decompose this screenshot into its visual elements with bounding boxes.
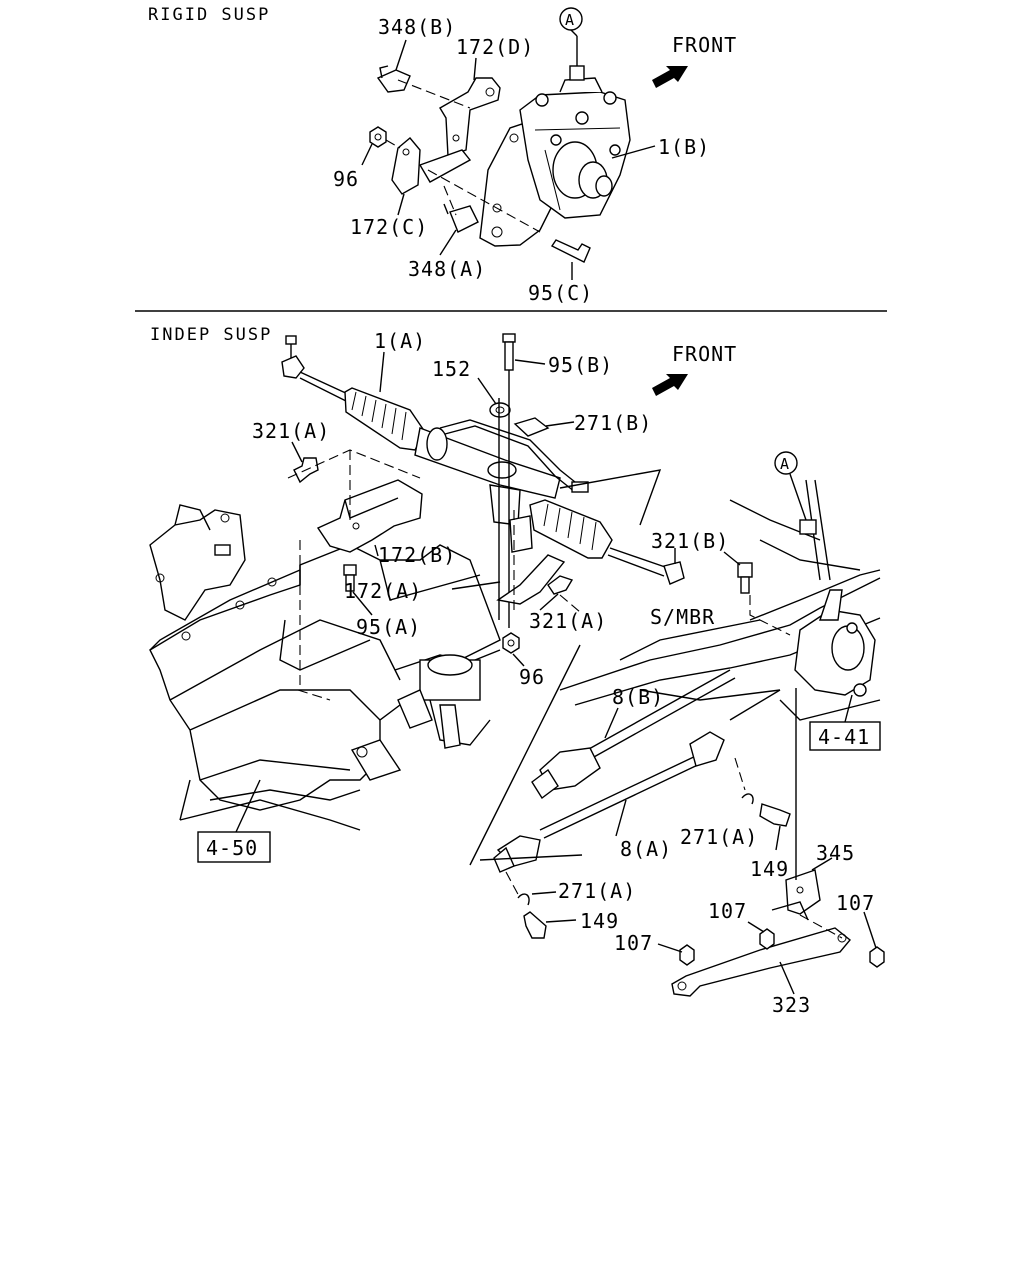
label-152: 152	[432, 357, 471, 381]
ref-box-4-41[interactable]: 4-41	[809, 721, 881, 751]
front-frame-crossmember	[149, 544, 501, 831]
bar-323	[671, 927, 851, 997]
svg-text:A: A	[780, 455, 789, 473]
bolt-95c	[550, 239, 591, 263]
nut-107-b	[759, 928, 775, 950]
washer-152	[489, 402, 511, 418]
label-271b: 271(B)	[574, 411, 652, 435]
label-smbr: S/MBR	[650, 605, 715, 629]
plate-271b	[513, 417, 550, 437]
intermediate-shaft-8b	[531, 669, 736, 800]
front-arrow-icon	[652, 374, 688, 396]
label-149-left: 149	[580, 909, 619, 933]
label-172c: 172(C)	[350, 215, 428, 239]
label-348b: 348(B)	[378, 15, 456, 39]
intermediate-shaft-8a	[493, 731, 725, 873]
front-arrow-icon	[652, 66, 688, 88]
label-321a-left: 321(A)	[252, 419, 330, 443]
bolt-321b	[737, 562, 753, 594]
label-95b: 95(B)	[548, 353, 613, 377]
nut-96-mid	[502, 632, 520, 654]
bracket-172d	[439, 77, 501, 157]
label-96-mid: 96	[519, 665, 545, 689]
label-323: 323	[772, 993, 811, 1017]
front-label-top: FRONT	[672, 33, 737, 57]
clip-348b	[376, 65, 411, 93]
label-172b: 172(B)	[378, 543, 456, 567]
label-8b: 8(B)	[612, 685, 664, 709]
label-107-b: 107	[708, 899, 747, 923]
front-label-bottom: FRONT	[672, 342, 737, 366]
label-172a: 172(A)	[344, 579, 422, 603]
bracket-172b	[316, 479, 423, 553]
label-149-right: 149	[750, 857, 789, 881]
clip-348a	[443, 203, 479, 233]
bolt-321a-mid	[547, 575, 574, 595]
label-8a: 8(A)	[620, 837, 672, 861]
nut-107-c	[869, 946, 885, 968]
label-348a: 348(A)	[408, 257, 486, 281]
label-107-c: 107	[836, 891, 875, 915]
bolt-95a	[343, 564, 357, 592]
label-1b: 1(B)	[658, 135, 710, 159]
label-271a-right: 271(A)	[680, 825, 758, 849]
bracket-172c	[391, 137, 472, 195]
label-107-a: 107	[614, 931, 653, 955]
label-321a-mid: 321(A)	[529, 609, 607, 633]
label-95a: 95(A)	[356, 615, 421, 639]
engine-mount-left	[149, 504, 246, 621]
section-title-indep: INDEP SUSP	[150, 325, 272, 345]
bolt-149-right	[759, 803, 791, 827]
bolt-95b	[502, 333, 516, 371]
nut-96-top	[369, 126, 387, 148]
svg-text:4-41: 4-41	[818, 725, 870, 749]
ref-box-4-50[interactable]: 4-50	[197, 831, 271, 863]
label-321b: 321(B)	[651, 529, 729, 553]
label-96-top: 96	[333, 167, 359, 191]
clip-271a-left	[517, 893, 530, 906]
clip-271a-right	[741, 793, 754, 805]
bolt-149-left	[523, 911, 547, 939]
label-95c: 95(C)	[528, 281, 593, 305]
svg-text:A: A	[565, 11, 574, 29]
section-title-rigid: RIGID SUSP	[148, 5, 270, 25]
label-1a: 1(A)	[374, 329, 426, 353]
svg-text:4-50: 4-50	[206, 836, 258, 860]
label-172d: 172(D)	[456, 35, 534, 59]
nut-107-a	[679, 944, 695, 966]
label-271a-left: 271(A)	[558, 879, 636, 903]
steering-gear-box-right	[794, 479, 876, 697]
circle-marker-a-right: A	[774, 451, 798, 475]
circle-marker-a-top: A	[559, 7, 583, 31]
steering-rack-1a	[281, 335, 685, 585]
steering-gear-box-1b	[479, 36, 631, 247]
label-345: 345	[816, 841, 855, 865]
